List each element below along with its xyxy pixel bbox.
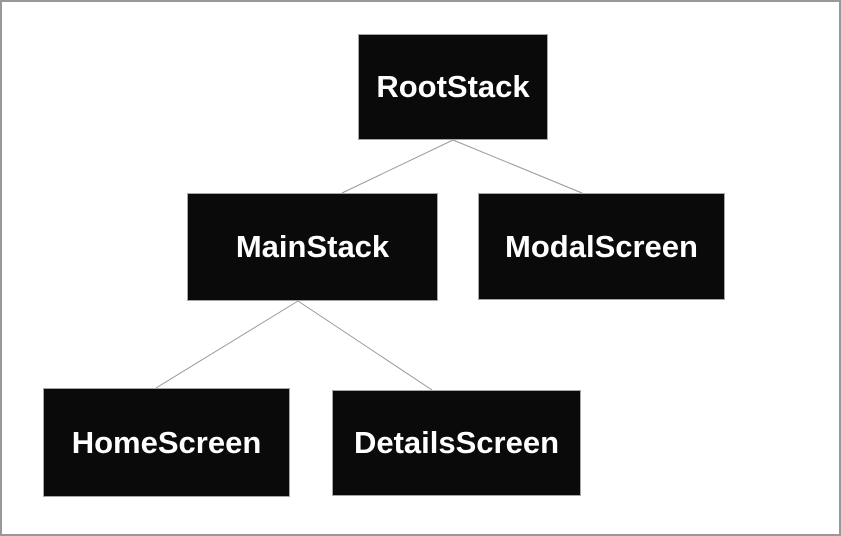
edge-mainstack-homescreen: [155, 300, 299, 389]
node-homescreen: HomeScreen: [43, 388, 290, 497]
node-detailsscreen: DetailsScreen: [332, 390, 581, 496]
edge-rootstack-modalscreen: [452, 139, 583, 194]
node-rootstack: RootStack: [358, 34, 548, 140]
node-label-homescreen: HomeScreen: [71, 424, 262, 460]
edge-mainstack-detailsscreen: [297, 300, 433, 391]
node-mainstack: MainStack: [187, 193, 438, 301]
node-label-mainstack: MainStack: [235, 229, 390, 264]
node-label-detailsscreen: DetailsScreen: [353, 425, 560, 460]
node-label-modalscreen: ModalScreen: [505, 228, 698, 264]
node-label-rootstack: RootStack: [376, 69, 530, 104]
edge-rootstack-mainstack: [341, 139, 454, 194]
node-modalscreen: ModalScreen: [478, 193, 725, 300]
